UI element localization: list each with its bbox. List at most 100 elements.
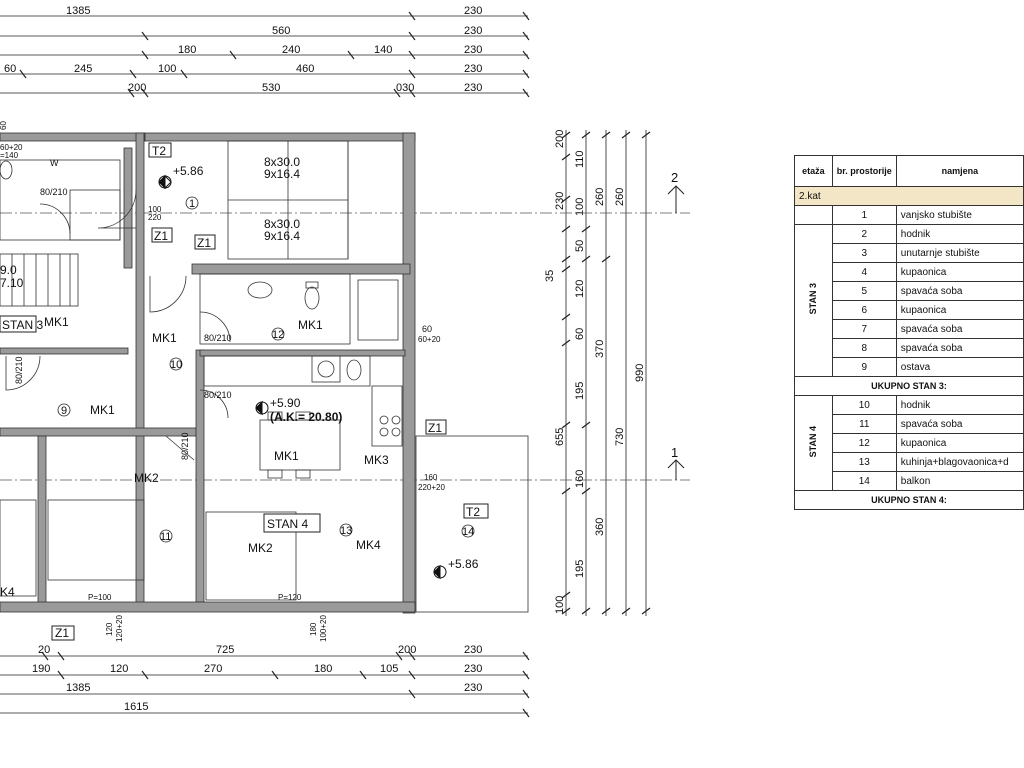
stan3-total: UKUPNO STAN 3: — [794, 376, 1024, 396]
tag-boxes — [0, 142, 489, 641]
room-name: kupaonica — [895, 433, 1024, 453]
top-dimension-lines — [0, 15, 528, 94]
dim-bottom-2-d: 180 — [314, 663, 332, 675]
z1-label-b: Z1 — [197, 236, 211, 250]
dim-12020-label: 120+20 — [115, 615, 124, 642]
room-name: balkon — [895, 471, 1024, 491]
plan-labels: 60 60+20 =140 W 80/210 9.0 7.10 80/210 T… — [0, 121, 480, 642]
walls — [0, 132, 416, 614]
level-590: +5.90 — [270, 396, 301, 410]
mk1-label-a: MK1 — [44, 315, 69, 329]
stan4-total: UKUPNO STAN 4: — [794, 490, 1024, 510]
room-no: 3 — [831, 243, 897, 263]
table-row: STAN 3 2 hodnik — [794, 224, 1024, 377]
top-dimension-ticks — [19, 11, 530, 98]
bottom-dimension-lines — [0, 655, 528, 714]
room-no: 8 — [831, 338, 897, 358]
dim-right-2-e: 360 — [594, 518, 606, 536]
dim-right-1-i: 160 — [574, 470, 586, 488]
dim-top-2-b: 230 — [464, 25, 482, 37]
stan3-group: STAN 3 — [794, 224, 833, 377]
dim-22020-label: 220+20 — [418, 483, 445, 492]
dim-10020-label: 100+20 — [319, 615, 328, 642]
room-no: 6 — [831, 300, 897, 320]
stan4-group: STAN 4 — [794, 395, 833, 491]
fixtures — [0, 160, 401, 479]
room-no: 7 — [831, 319, 897, 339]
room-no: 13 — [831, 452, 897, 472]
window-6020: 60+20 — [418, 335, 441, 344]
mk4-left-label: K4 — [0, 585, 15, 599]
room-no: 9 — [831, 357, 897, 377]
room-9-number: 9 — [61, 405, 67, 417]
room-name: ostava — [895, 357, 1024, 377]
room-name: kuhinja+blagovaonica+d — [895, 452, 1024, 472]
mk2-label-b: MK2 — [248, 541, 273, 555]
dim-right-2-b: 260 — [594, 188, 606, 206]
room-11-number: 11 — [160, 531, 171, 543]
room-no: 14 — [831, 471, 897, 491]
left-dim-6020: 60+20 — [0, 143, 23, 152]
left-level-b: 7.10 — [0, 276, 24, 290]
room-10-number: 10 — [170, 359, 182, 371]
stan4-label: STAN 4 — [267, 517, 308, 531]
stan3-label: STAN 3 — [2, 318, 43, 332]
fridge-icon — [346, 359, 362, 381]
mk1-label-e: MK1 — [274, 449, 299, 463]
right-dimension-values: 200 110 100 50 35 120 60 195 160 195 100… — [544, 130, 646, 614]
header-br-prostorije: br. prostorije — [831, 155, 897, 187]
dim-top-4-e: 230 — [464, 63, 482, 75]
stan4-total-row: UKUPNO STAN 4: — [794, 490, 1024, 510]
z1-label-d: Z1 — [55, 626, 69, 640]
bottom-dimension-values: 20 725 200 230 190 120 270 180 105 230 1… — [32, 644, 482, 713]
dim-top-5-d: 230 — [464, 82, 482, 94]
dim-right-1-b: 110 — [574, 150, 586, 168]
dim-220-label: 220 — [148, 213, 162, 222]
dim-top-3-a: 180 — [178, 44, 196, 56]
mk2-label-a: MK2 — [134, 471, 159, 485]
room-no: 11 — [831, 414, 897, 434]
dim-right-1-g: 60 — [574, 328, 586, 340]
dim-top-4-b: 245 — [74, 63, 92, 75]
dim-right-1-c: 100 — [574, 198, 586, 216]
stair-label-4: 9x16.4 — [264, 229, 300, 243]
stair-label-1: 8x30.0 — [264, 155, 300, 169]
ak-label: (A.K.= 20.80) — [270, 410, 342, 424]
left-level-a: 9.0 — [0, 263, 17, 277]
room-name: hodnik — [895, 395, 1024, 415]
window-60: 60 — [422, 324, 432, 334]
sink-icon — [247, 281, 273, 299]
room-name: hodnik — [895, 224, 1024, 244]
header-namjena: namjena — [895, 155, 1024, 187]
dim-right-1-k: 100 — [554, 596, 566, 614]
dim-top-5-b: 530 — [262, 82, 280, 94]
mk3-label: MK3 — [364, 453, 389, 467]
dim-right-3-a: 260 — [614, 188, 626, 206]
w-label: W — [50, 158, 59, 168]
header-etaza: etaža — [794, 155, 833, 187]
dim-180-label: 180 — [309, 622, 318, 636]
door-label-a: 80/210 — [204, 333, 232, 343]
dim-top-4-a: 60 — [4, 63, 16, 75]
dim-top-3-d: 230 — [464, 44, 482, 56]
dim-120-label: 120 — [105, 622, 114, 636]
floor-row: 2.kat — [794, 186, 1024, 206]
t2-balcony-label: T2 — [466, 505, 480, 519]
dim-bottom-3-a: 1385 — [66, 682, 90, 694]
dim-bottom-4-a: 1615 — [124, 701, 148, 713]
level-marker-icons — [158, 174, 447, 580]
stan3-group-label: STAN 3 — [808, 283, 819, 315]
dim-right-1-h: 195 — [574, 382, 586, 400]
table-row: 1 vanjsko stubište — [794, 205, 1024, 225]
inner-stair — [0, 253, 79, 307]
right-dimension-lines — [565, 130, 647, 616]
room-name: spavaća soba — [895, 414, 1024, 434]
